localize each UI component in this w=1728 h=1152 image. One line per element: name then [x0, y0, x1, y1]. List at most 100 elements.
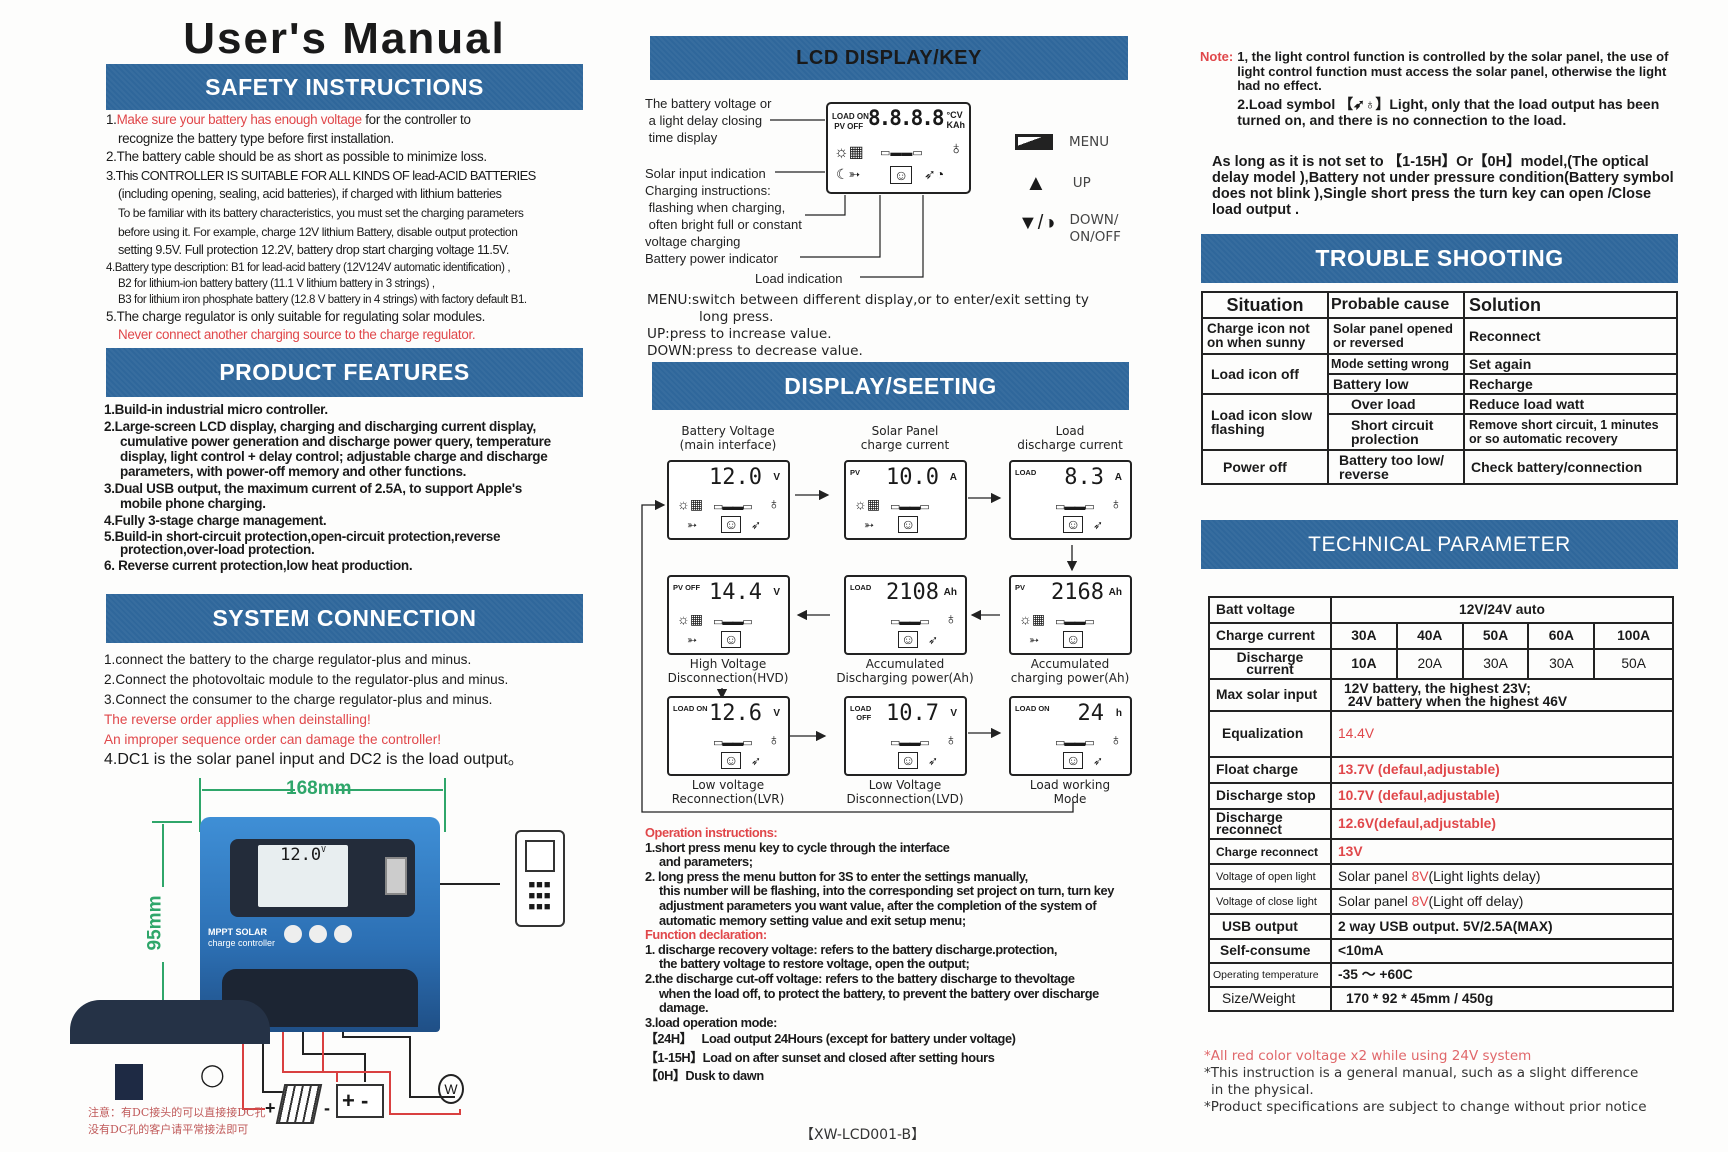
chinese-note-line: 注意：有DC接头的可以直接接DC孔 — [88, 1106, 266, 1119]
param-value: Solar panel 8V(Light lights delay) — [1330, 863, 1674, 890]
feature-text: cumulative power generation and discharg… — [120, 434, 551, 479]
screen-label: Low voltage Reconnection(LVR) — [671, 778, 785, 806]
screen-label: Load working Mode — [1029, 778, 1111, 806]
screen-label: Accumulated charging power(Ah) — [1010, 657, 1130, 685]
solution-cell: Set again — [1463, 353, 1678, 375]
solar-panel-icon: ☼▦ — [1019, 611, 1046, 627]
safety-item: 3.This CONTROLLER IS SUITABLE FOR ALL KI… — [106, 167, 536, 183]
menu-key-icon — [1015, 134, 1053, 150]
param-label: Equalization — [1208, 710, 1332, 758]
key-label: MENU — [1069, 134, 1110, 150]
situation-cell: Power off — [1201, 449, 1329, 485]
connection-step: 1.connect the battery to the charge regu… — [104, 652, 472, 667]
safety-item: 4.Battery type description: B1 for lead-… — [106, 261, 511, 274]
battery-smiley-icon: ☺ — [898, 631, 919, 648]
screen-tag: LOAD — [850, 583, 872, 592]
operation-step: and parameters; — [659, 854, 753, 870]
param-text: (Light lights delay) — [1428, 868, 1541, 884]
screen-value: 12.6 — [709, 701, 762, 726]
dc-solar-panel-icon — [115, 1064, 143, 1100]
param-value: 100A — [1593, 622, 1674, 650]
table-row: Short circuit prolection Remove short ci… — [1202, 413, 1678, 451]
battery-icon: + - — [336, 1084, 384, 1118]
load-arrow-icon: ➶ — [1093, 518, 1104, 532]
load-arrow-icon: ➶ — [928, 633, 939, 647]
feature-item: 3.Dual USB output, the maximum current o… — [104, 481, 594, 511]
charge-arrow-icon: ➳ — [687, 633, 698, 647]
situation-cell: Charge icon not on when sunny — [1201, 317, 1329, 355]
annotation-leader-lines — [770, 119, 924, 278]
operation-step: 1.short press menu key to cycle through … — [645, 839, 950, 855]
feature-item: 6. Reverse current protection,low heat p… — [104, 558, 413, 573]
bulb-icon: W — [438, 1074, 464, 1104]
screen-unit: V — [950, 708, 957, 719]
param-label: Max solar input — [1208, 678, 1332, 712]
key-label: UP — [1072, 175, 1091, 191]
usb-ports — [385, 857, 407, 895]
lcd-unit: °CV — [946, 110, 963, 120]
controller-side-view — [70, 1000, 270, 1044]
screen-value: 10.7 — [886, 701, 939, 726]
cause-cell: Battery low — [1327, 373, 1465, 395]
screen-label: Solar Panel charge current — [860, 424, 950, 452]
table-row: Load icon slow flashing Over load Reduce… — [1201, 393, 1678, 451]
param-label: Charge reconnect — [1208, 838, 1332, 865]
dc-bulb-icon: ◯ — [200, 1062, 225, 1087]
device-lcd-value: 12.0 — [280, 845, 322, 865]
battery-level-icon: ▭▬▬▭ — [1055, 616, 1095, 628]
lcd-digits: 8.8.8.8 — [868, 106, 945, 130]
safety-item: recognize the battery type before first … — [118, 130, 394, 146]
mode-key: 【0H】 — [645, 1067, 686, 1083]
battery-smiley-icon: ☺ — [890, 166, 913, 184]
key-descriptions: MENU:switch between different display,or… — [647, 292, 1089, 360]
cause-cell: Mode setting wrong — [1327, 353, 1465, 375]
mode-24h: 【24H】 Load output 24Hours (except for ba… — [645, 1032, 1150, 1047]
load-arrow-icon: ➶ — [928, 754, 939, 768]
feature-text: mobile phone charging. — [120, 496, 266, 511]
load-toggle-note: As long as it is not set to 【1-15H】Or【0H… — [1212, 154, 1674, 218]
mode-desc: Load on after sunset and closed after se… — [702, 1049, 995, 1065]
safety-list: 1.Make sure your battery has enough volt… — [106, 111, 606, 345]
safety-item: 2.The battery cable should be as short a… — [106, 149, 487, 165]
param-red-value: 8V — [1411, 893, 1429, 909]
feature-item: 2.Large-screen LCD display, charging and… — [104, 419, 594, 479]
param-value: 2 way USB output. 5V/2.5A(MAX) — [1330, 913, 1674, 940]
safety-item: setting 9.5V. Full protection 12.2V, bat… — [118, 243, 510, 258]
annotation-line: Battery power indicator — [645, 251, 778, 266]
note-label: Note: — [1200, 49, 1234, 64]
device-lcd-unit: V — [321, 845, 326, 854]
lcd-tag-load-on: LOAD ON — [832, 112, 869, 121]
operation-step: this number will be flashing, into the c… — [659, 883, 1114, 928]
lcd-display-key-heading: LCD DISPLAY/KEY — [650, 36, 1128, 80]
footnote: *All red color voltage x2 while using 24… — [1204, 1048, 1532, 1064]
bulb-icon: ♁ — [1110, 496, 1122, 513]
param-label: Float charge — [1208, 756, 1332, 784]
screen-tag: PV — [850, 468, 861, 477]
param-label: Discharge reconnect — [1208, 808, 1332, 840]
param-value: 10A — [1330, 648, 1398, 680]
connection-step: 3.Connect the consumer to the charge reg… — [104, 692, 493, 707]
annotation-line: flashing when charging, — [648, 200, 786, 215]
trouble-table: Situation Probable cause Solution Charge… — [1201, 291, 1678, 485]
system-connection-heading: SYSTEM CONNECTION — [106, 594, 583, 643]
param-value: 13V — [1330, 838, 1674, 865]
screen-unit: Ah — [943, 587, 957, 598]
note-text: 】Light, only that the load output has be… — [1237, 95, 1660, 128]
battery-level-icon: ▭▬▬▭ — [713, 501, 753, 513]
battery-level-icon: ▭▬▬▭ — [713, 737, 753, 749]
battery-level-icon: ▭▬▬▭ — [1055, 501, 1095, 513]
charge-arrow-icon: ➳ — [687, 518, 698, 532]
bulb-icon: ♁ — [1110, 732, 1122, 749]
solution-cell: Recharge — [1463, 373, 1678, 395]
load-arrow-icon: ➶◔ — [924, 166, 945, 182]
param-line: 12V battery, the highest 23V; — [1344, 681, 1531, 696]
function-item: the battery voltage to restore voltage, … — [659, 956, 970, 972]
param-value: 12.6V(defaul,adjustable) — [1330, 808, 1674, 840]
operation-instructions: Operation instructions: 1.short press me… — [645, 825, 1150, 1083]
key-desc: MENU:switch between different display,or… — [647, 292, 1089, 308]
annotation-line: voltage charging — [645, 234, 741, 249]
